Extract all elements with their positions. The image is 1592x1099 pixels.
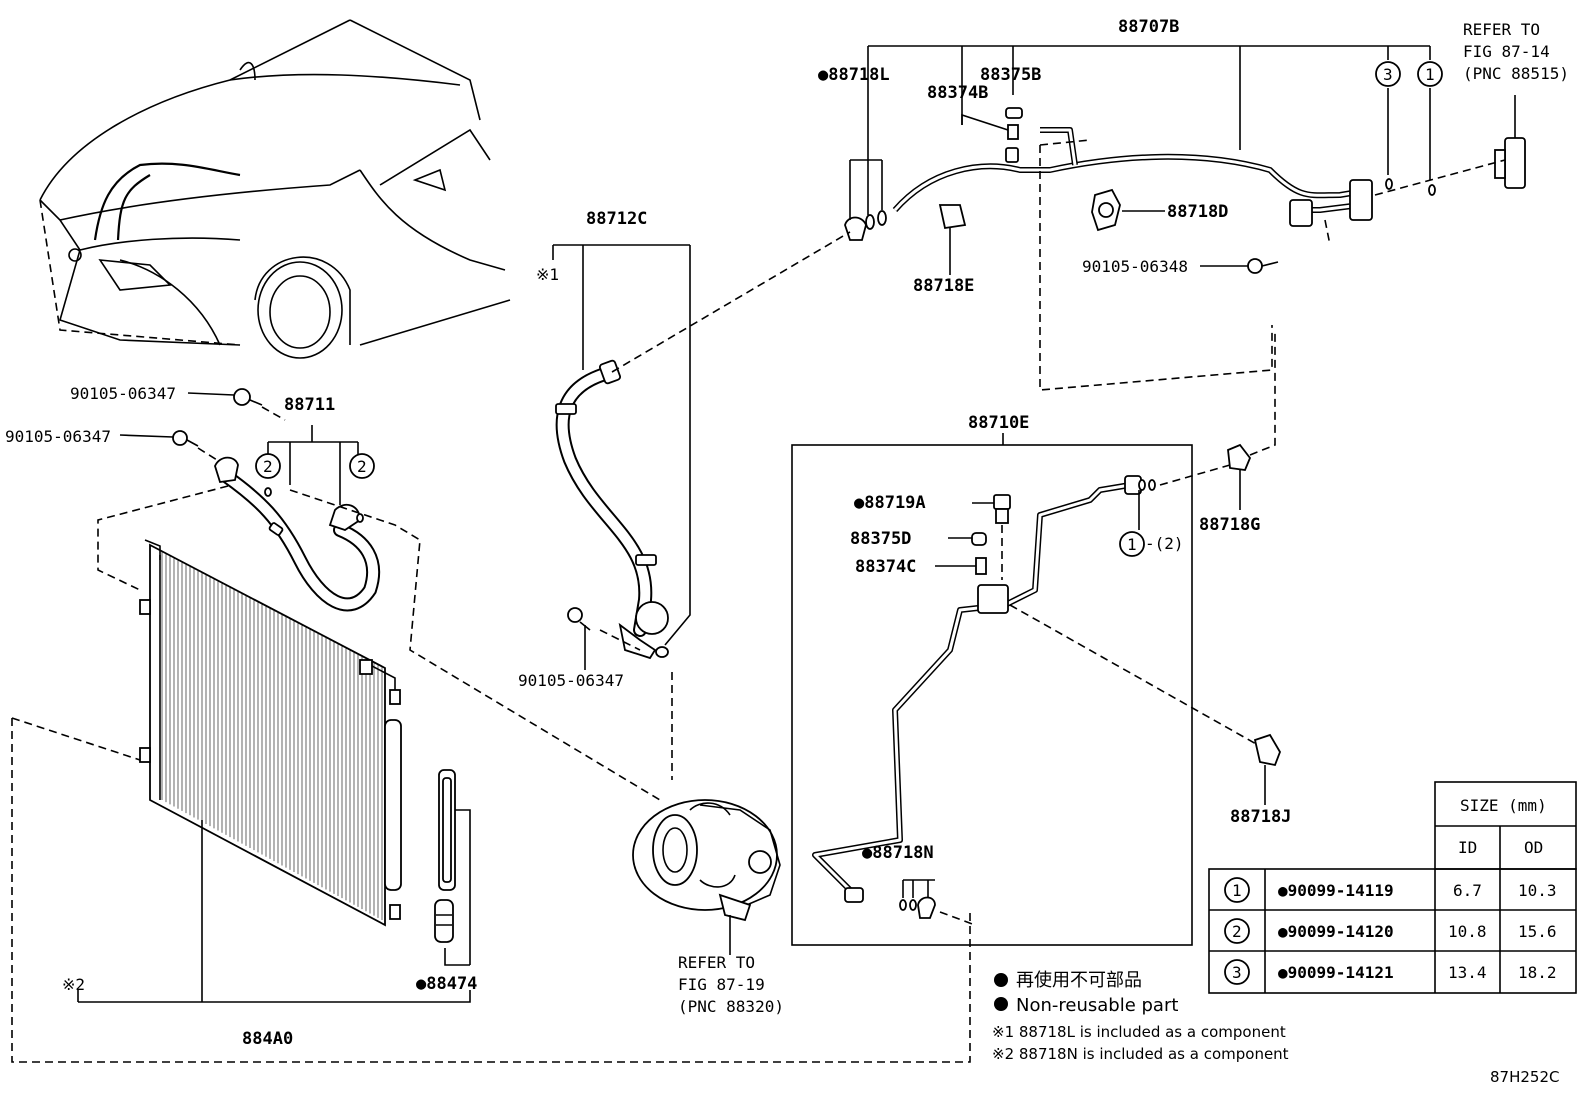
legend-note2: ※2 88718N is included as a component [992,1045,1289,1063]
label-88718l: ●88718L [818,65,890,85]
label-88711: 88711 [284,395,335,415]
label-88718d: 88718D [1167,202,1228,222]
label-88374c: 88374C [855,557,916,577]
ref-circle-2-right: 2 [349,453,375,479]
label-90105-06348: 90105-06348 [1082,257,1188,276]
label-90105-06347-top: 90105-06347 [70,384,176,403]
label-88375b: 88375B [980,65,1041,85]
svg-text:10.3: 10.3 [1518,881,1557,900]
size-table-header: SIZE (mm) [1460,796,1547,815]
legend-note1: ※1 88718L is included as a component [992,1023,1286,1041]
condenser-884a0 [11,539,971,1063]
svg-text:13.4: 13.4 [1448,963,1487,982]
label-mark1: ※1 [536,265,559,284]
size-table-col-id: ID [1458,838,1477,857]
label-88375d: 88375D [850,529,911,549]
svg-text:2: 2 [357,457,367,476]
label-88712c: 88712C [586,209,647,229]
part-88710e-group [791,433,1259,946]
part-88718g [1227,330,1276,510]
ref-circle-1-mid: 1 [1119,531,1145,557]
label-88718j: 88718J [1230,807,1291,827]
svg-text:2: 2 [263,457,273,476]
size-table-row: 2 ●90099-14120 10.8 15.6 [1224,918,1557,944]
size-table-row: 1 ●90099-14119 6.7 10.3 [1224,877,1557,903]
legend-bullet-en [994,997,1008,1011]
label-90105-06347-left: 90105-06347 [5,427,111,446]
compressor-illustration [632,799,781,955]
label-88707b: 88707B [1118,17,1179,37]
label-88710e: 88710E [968,413,1029,433]
size-table: SIZE (mm) ID OD 1 ●90099-14119 6.7 10.3 … [1208,781,1577,994]
part-88707b-group [844,45,1526,391]
label-88374b: 88374B [927,83,988,103]
label-refer-87-14-line1: REFER TO [1463,20,1540,39]
svg-text:●90099-14121: ●90099-14121 [1278,963,1394,982]
svg-text:18.2: 18.2 [1518,963,1557,982]
svg-text:●90099-14120: ●90099-14120 [1278,922,1394,941]
part-labels: 88707B REFER TO FIG 87-14 (PNC 88515) ●8… [5,17,1569,1086]
label-88718n: ●88718N [862,843,934,863]
part-88711-group [97,388,661,801]
ref-circle-1-top: 1 [1417,61,1443,87]
label-refer-87-14-line3: (PNC 88515) [1463,64,1569,83]
svg-text:●90099-14119: ●90099-14119 [1278,881,1394,900]
size-table-col-od: OD [1524,838,1543,857]
svg-text:3: 3 [1383,65,1393,84]
size-table-row: 3 ●90099-14121 13.4 18.2 [1224,959,1557,985]
part-88712c-group [552,231,851,780]
ref-circle-2-left: 2 [255,453,281,479]
label-88718g: 88718G [1199,515,1260,535]
svg-text:6.7: 6.7 [1453,881,1482,900]
label-refer-87-14-line2: FIG 87-14 [1463,42,1550,61]
label-90105-06347-mid: 90105-06347 [518,671,624,690]
part-88718j [1253,733,1281,805]
legend: 再使用不可部品 Non-reusable part ※1 88718L is i… [992,970,1289,1063]
label-ring1-note: -(2) [1145,534,1184,553]
legend-en-text: Non-reusable part [1016,995,1178,1016]
label-figure-code: 87H252C [1490,1068,1559,1086]
svg-text:1: 1 [1127,535,1137,554]
label-refer-87-19-line3: (PNC 88320) [678,997,784,1016]
svg-text:3: 3 [1232,963,1242,982]
svg-text:1: 1 [1232,881,1242,900]
svg-text:2: 2 [1232,922,1242,941]
svg-text:15.6: 15.6 [1518,922,1557,941]
ref-circle-3-top: 3 [1375,61,1401,87]
label-884a0: 884A0 [242,1029,293,1049]
label-88718e: 88718E [913,276,974,296]
label-88719a: ●88719A [854,493,926,513]
label-refer-87-19-line1: REFER TO [678,953,755,972]
reference-circles: 3 1 2 2 1 [255,61,1443,557]
label-88474: ●88474 [416,974,477,994]
label-mark2: ※2 [62,975,85,994]
label-refer-87-19-line2: FIG 87-19 [678,975,765,994]
vehicle-illustration [39,19,511,359]
legend-jp-text: 再使用不可部品 [1016,970,1142,991]
svg-text:10.8: 10.8 [1448,922,1487,941]
legend-bullet-jp [994,973,1008,987]
svg-text:1: 1 [1425,65,1435,84]
